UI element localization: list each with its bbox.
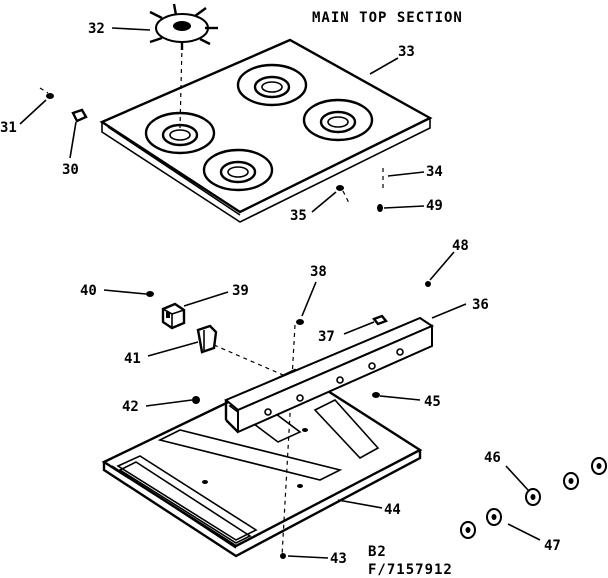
screw-35 — [336, 185, 344, 191]
callout-48: 48 — [452, 238, 469, 254]
screw-42 — [192, 396, 200, 404]
burner-well-right — [302, 98, 374, 142]
diagram-code-line1: B2 — [368, 544, 387, 560]
knob-5 — [486, 508, 502, 526]
nut-37 — [372, 314, 388, 326]
screw-38 — [296, 319, 304, 325]
leader-lines — [19, 27, 541, 559]
screw-48 — [425, 281, 431, 287]
callout-41: 41 — [124, 351, 141, 367]
callout-33: 33 — [398, 44, 415, 60]
callout-45: 45 — [424, 394, 441, 410]
callout-47: 47 — [544, 538, 561, 554]
manifold-36 — [224, 316, 435, 434]
clip-30 — [71, 108, 88, 123]
callout-32: 32 — [88, 21, 105, 37]
callout-46: 46 — [484, 450, 501, 466]
knob-4 — [460, 521, 476, 539]
diagram-code-line2: F/7157912 — [368, 562, 453, 578]
callout-numbers: 32 33 31 30 34 35 49 48 38 40 39 36 37 4… — [0, 21, 561, 567]
callout-37: 37 — [318, 329, 335, 345]
callout-40: 40 — [80, 283, 97, 299]
callout-35: 35 — [290, 208, 307, 224]
callout-44: 44 — [384, 502, 401, 518]
screw-31 — [46, 93, 54, 99]
callout-49: 49 — [426, 198, 443, 214]
bracket-41 — [196, 324, 218, 354]
knob-1 — [525, 488, 541, 506]
callout-30: 30 — [62, 162, 79, 178]
callout-34: 34 — [426, 164, 443, 180]
callout-36: 36 — [472, 297, 489, 313]
callout-31: 31 — [0, 120, 17, 136]
block-39 — [161, 302, 186, 330]
burner-well-center-rear — [236, 63, 308, 107]
burner-well-center-front — [202, 148, 274, 192]
callout-42: 42 — [122, 399, 139, 415]
screw-43 — [280, 553, 286, 559]
burner-grate — [149, 3, 218, 50]
screw-40 — [146, 291, 154, 297]
callout-38: 38 — [310, 264, 327, 280]
diagram-title: MAIN TOP SECTION — [312, 10, 463, 26]
screw-49 — [377, 204, 383, 212]
callout-43: 43 — [330, 551, 347, 567]
screw-45 — [372, 392, 380, 398]
knob-2 — [563, 472, 579, 490]
knob-3 — [591, 457, 607, 475]
callout-39: 39 — [232, 283, 249, 299]
